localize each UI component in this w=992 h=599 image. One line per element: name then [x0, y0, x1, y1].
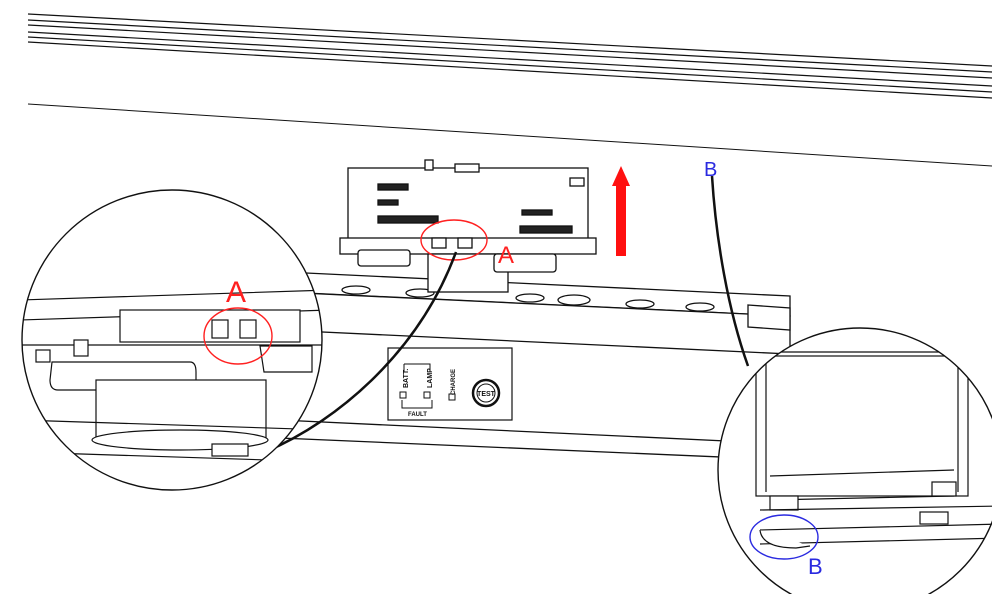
lamp-indicator: [423, 391, 431, 399]
leader-line-a: [264, 251, 458, 454]
test-button-label: TEST: [477, 391, 496, 398]
batt-indicator: [399, 391, 407, 399]
callout-a-label-main: A: [498, 242, 514, 269]
fault-label: FAULT: [408, 412, 427, 418]
detail-view-b: B: [717, 327, 992, 599]
up-arrow-icon: [612, 166, 630, 256]
callout-b-label-main: B: [704, 159, 717, 181]
ceiling-line: [27, 103, 992, 167]
lamp-label: LAMP: [427, 368, 434, 388]
detail-view-a: A: [21, 189, 323, 491]
callout-a-circle-zoom: [203, 307, 273, 365]
luminaire-body: [279, 271, 791, 461]
leader-line-b: [710, 175, 750, 367]
callout-b-circle-zoom: [749, 514, 819, 560]
charge-label: CHARGE: [451, 369, 457, 395]
charge-indicator: [448, 393, 456, 401]
emergency-control-panel: BATT. LAMP CHARGE FAULT TEST: [387, 347, 513, 421]
callout-a-label-zoom: A: [226, 276, 246, 309]
test-button[interactable]: TEST: [471, 378, 501, 408]
batt-label: BATT.: [403, 369, 410, 388]
ceiling-track-rail: [27, 13, 992, 99]
callout-b-label-zoom: B: [808, 554, 823, 579]
track-adapter: [339, 159, 597, 293]
